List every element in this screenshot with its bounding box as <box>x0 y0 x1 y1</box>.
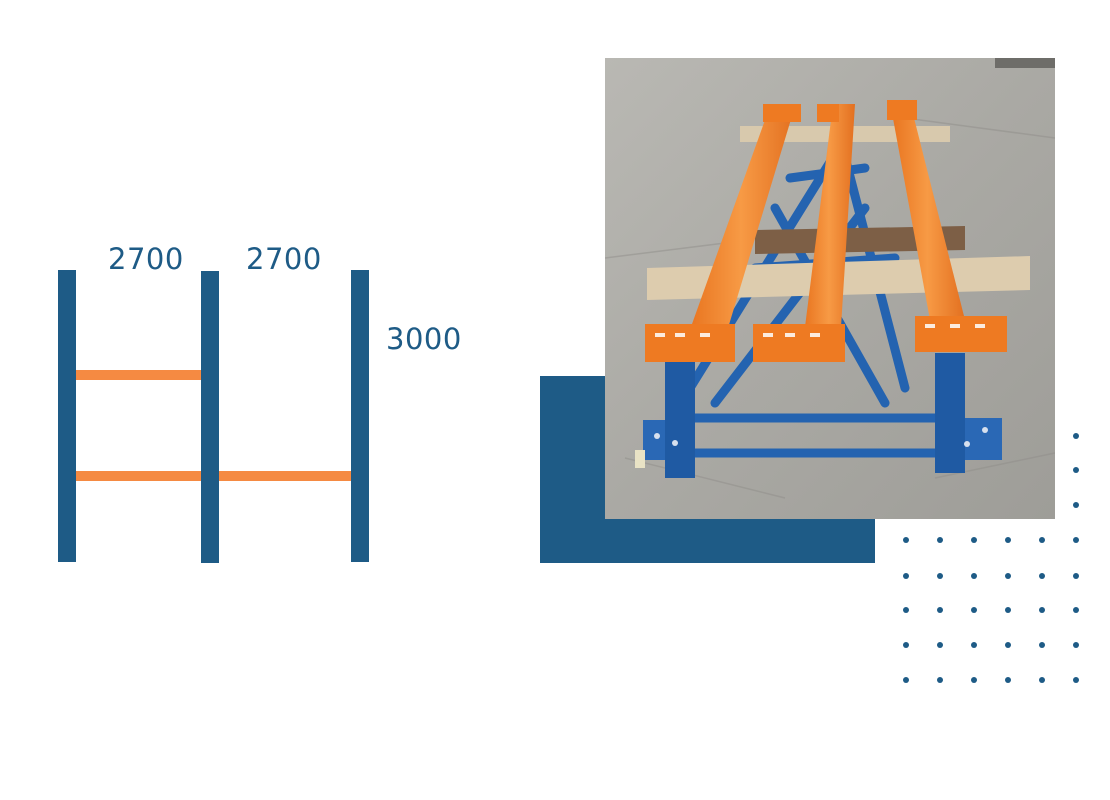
pallet-racking-photo-icon <box>605 58 1055 519</box>
decorative-dot <box>1039 642 1045 648</box>
upright-left <box>58 270 76 562</box>
decorative-dot <box>1005 607 1011 613</box>
decorative-dot <box>1005 677 1011 683</box>
beam-bay2-lower <box>219 471 351 481</box>
beam-bay1-lower <box>76 471 201 481</box>
decorative-dot <box>1039 677 1045 683</box>
decorative-dot <box>1073 467 1079 473</box>
decorative-dot <box>971 607 977 613</box>
decorative-dot <box>971 677 977 683</box>
decorative-dot <box>1039 573 1045 579</box>
decorative-dot <box>1073 537 1079 543</box>
decorative-dot <box>903 642 909 648</box>
decorative-dot <box>937 573 943 579</box>
decorative-dot <box>903 537 909 543</box>
decorative-dot <box>903 607 909 613</box>
upright-right <box>351 270 369 562</box>
decorative-dot <box>903 573 909 579</box>
decorative-dot <box>937 677 943 683</box>
decorative-dot <box>971 573 977 579</box>
racking-photo <box>605 58 1055 519</box>
decorative-dot <box>1073 433 1079 439</box>
decorative-dot <box>971 537 977 543</box>
bay-width-label-1: 2700 <box>108 242 184 276</box>
decorative-dot <box>971 642 977 648</box>
decorative-dot <box>937 607 943 613</box>
decorative-dot <box>1039 607 1045 613</box>
decorative-dot <box>1005 573 1011 579</box>
decorative-dot <box>1073 642 1079 648</box>
decorative-dot <box>1005 642 1011 648</box>
upright-middle <box>201 271 219 563</box>
beam-bay1-upper <box>76 370 201 380</box>
decorative-dot <box>1039 537 1045 543</box>
decorative-dot <box>1073 677 1079 683</box>
decorative-dot <box>1073 573 1079 579</box>
bay-width-label-2: 2700 <box>246 242 322 276</box>
decorative-dot <box>1073 502 1079 508</box>
frame-height-label: 3000 <box>386 322 462 356</box>
decorative-dot <box>937 537 943 543</box>
decorative-dot <box>1005 537 1011 543</box>
decorative-dot <box>937 642 943 648</box>
decorative-dot <box>903 677 909 683</box>
decorative-dot <box>1073 607 1079 613</box>
